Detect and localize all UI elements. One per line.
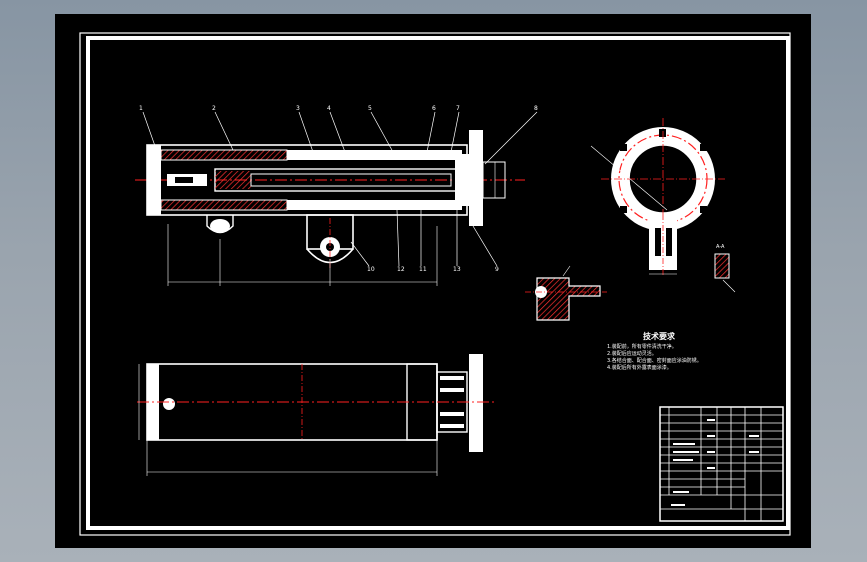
- part-number: 5: [368, 105, 372, 112]
- part-number: 1: [139, 105, 143, 112]
- part-number: 3: [296, 105, 300, 112]
- title-block-text-marks: [671, 419, 759, 506]
- tech-req-line: 1.装配前，所有零件清洗干净。: [607, 343, 677, 350]
- part-number: 10: [367, 266, 375, 273]
- inner-frame: [86, 36, 790, 530]
- part-number: 9: [495, 266, 499, 273]
- tech-req-title: 技术要求: [643, 331, 676, 341]
- title-block: [659, 406, 784, 522]
- tech-req-line: 4.装配后所有外露表面涂漆。: [607, 364, 672, 371]
- part-number: 4: [327, 105, 331, 112]
- part-number: 13: [453, 266, 461, 273]
- drawing-sheet[interactable]: 1 2 3 4 5 6 7 8 9 10 11 12 13: [55, 14, 811, 548]
- top-view: [137, 354, 495, 476]
- technical-requirements: 技术要求 1.装配前，所有零件清洗干净。 2.装配后应运动灵活。 3.各结合面、…: [607, 331, 702, 371]
- section-label: A-A: [716, 244, 725, 250]
- tech-req-line: 3.各结合面、配合面、密封面应涂油防锈。: [607, 357, 702, 364]
- section-aa-view: A-A: [714, 244, 736, 293]
- detail-view: [525, 265, 607, 321]
- tech-req-line: 2.装配后应运动灵活。: [607, 350, 657, 357]
- part-number: 2: [212, 105, 216, 112]
- part-number: 8: [534, 105, 538, 112]
- part-number: 12: [397, 266, 405, 273]
- part-number: 7: [456, 105, 460, 112]
- main-section-view: 1 2 3 4 5 6 7 8 9 10 11 12 13: [135, 105, 538, 286]
- part-number: 6: [432, 105, 436, 112]
- part-number: 11: [419, 266, 427, 273]
- flange-end-view: [590, 118, 725, 276]
- engineering-drawing: 1 2 3 4 5 6 7 8 9 10 11 12 13: [79, 32, 791, 536]
